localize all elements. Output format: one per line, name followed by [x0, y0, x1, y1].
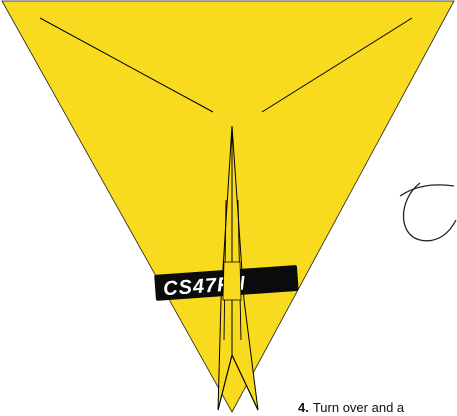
step-text: Turn over and a: [313, 400, 404, 415]
curved-arrow-icon: [400, 185, 454, 196]
step-number: 4.: [298, 400, 309, 415]
step-caption: 4. Turn over and a: [298, 400, 404, 415]
curved-arrow-icon-loop: [404, 183, 457, 241]
keel-occlusion: [223, 262, 241, 300]
